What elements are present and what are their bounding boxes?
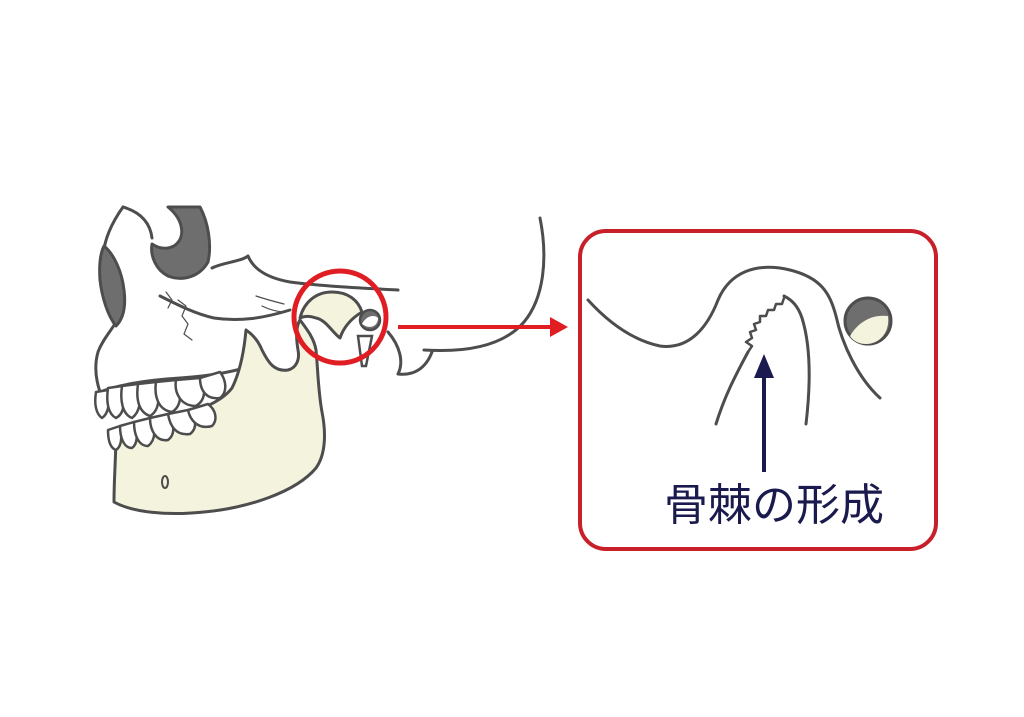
mental-foramen	[161, 475, 169, 489]
condyle-small-highlight	[362, 316, 378, 327]
skull-nasal-bridge	[121, 205, 154, 240]
skull-suture	[165, 291, 193, 341]
osteophyte-formation-label: 骨棘の形成	[664, 480, 884, 531]
skull-occipital	[422, 216, 546, 353]
mandible-body	[112, 318, 326, 515]
skull-cheek-lower	[158, 294, 292, 322]
tmj-small-detail	[356, 308, 382, 368]
skull-nasal-cavity	[98, 244, 127, 328]
lower-tooth	[186, 402, 217, 429]
condyle-left-edge	[714, 350, 750, 426]
osteophyte-pointer-arrow	[754, 354, 774, 472]
skull-orbit	[150, 205, 212, 280]
mandible-ramus	[298, 290, 364, 340]
enlarged-joint	[586, 265, 882, 426]
skull-zygomatic-suture	[255, 295, 287, 313]
callout-arrow	[398, 317, 568, 337]
skull-mastoid	[386, 330, 434, 376]
condyle-right-edge	[782, 294, 811, 426]
skull-zygomatic	[210, 254, 400, 292]
upper-tooth	[198, 370, 227, 400]
teeth	[94, 370, 227, 452]
tmj-highlight-circle	[291, 268, 389, 366]
articular-fossa-line	[586, 265, 882, 400]
osteophyte-edge	[744, 296, 786, 354]
enlarged-bone-circle	[843, 296, 893, 346]
mandible	[112, 290, 364, 515]
